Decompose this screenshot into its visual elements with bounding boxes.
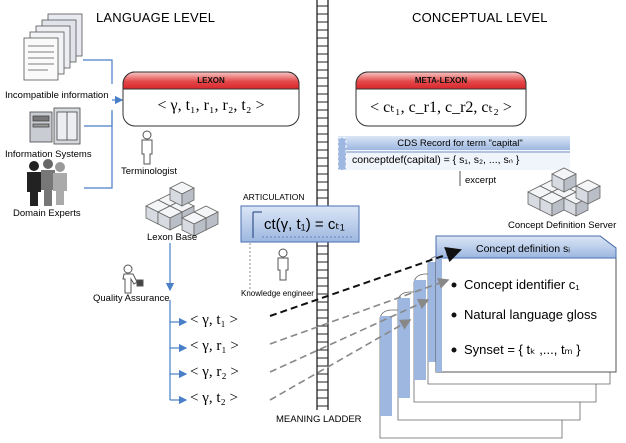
articulation-arrows xyxy=(269,247,462,401)
information-systems-label: Information Systems xyxy=(5,149,92,160)
concept-card-title: Concept definition sᵢ xyxy=(476,243,570,255)
server-icon xyxy=(29,107,81,145)
meaning-ladder-label: MEANING LADDER xyxy=(276,414,362,425)
articulation-label: ARTICULATION xyxy=(243,192,305,202)
synset-bullet: Synset = { tₖ ,..., tₘ } xyxy=(464,342,581,357)
cube-face xyxy=(181,187,195,207)
cds-record-panel xyxy=(337,136,570,186)
domain-experts-label: Domain Experts xyxy=(13,208,81,219)
cube-face xyxy=(193,217,207,237)
terminologist-icon xyxy=(141,130,153,165)
concept-card-front xyxy=(435,235,617,373)
knowledge-engineer-label: Knowledge engineer xyxy=(241,289,314,298)
pairs-bracket xyxy=(169,300,188,405)
concept-server-icon xyxy=(527,167,601,217)
language-level-header: LANGUAGE LEVEL xyxy=(96,10,216,25)
pair-gamma-t2: < γ, t₂ > xyxy=(190,390,238,406)
incompatible-information-label: Incompatible information xyxy=(5,90,109,101)
lexon-formula: < γ, t₁, r₁, r₂, t₂ > xyxy=(157,97,265,114)
concept-identifier-bullet: Concept identifier c₁ xyxy=(464,277,580,292)
pair-gamma-r2: < γ, r₂ > xyxy=(190,364,239,380)
lexon-title: LEXON xyxy=(197,76,225,85)
quality-assurance-label: Quality Assurance xyxy=(93,293,170,304)
lexon-box xyxy=(122,71,300,127)
quality-assurance-icon xyxy=(122,264,144,294)
concept-definition-server-label: Concept Definition Server xyxy=(508,220,617,231)
excerpt-label: excerpt xyxy=(465,175,497,186)
cube-face xyxy=(587,185,601,205)
meta-lexon-box xyxy=(355,71,527,127)
conceptual-level-header: CONCEPTUAL LEVEL xyxy=(412,10,548,25)
lexon-base-icon xyxy=(145,181,219,237)
cds-record-formula: conceptdef(capital) = { s₁, s₂, ..., sₙ … xyxy=(352,154,520,166)
lexon-base-label: Lexon Base xyxy=(147,232,198,243)
meaning-ladder xyxy=(316,0,329,410)
knowledge-engineer-icon xyxy=(277,248,289,281)
terminologist-label: Terminologist xyxy=(121,166,177,177)
pair-gamma-r1: < γ, r₁ > xyxy=(190,338,239,354)
meta-lexon-title: META-LEXON xyxy=(414,76,468,85)
domain-experts-icon xyxy=(27,159,67,206)
source-connectors xyxy=(83,59,124,189)
articulation-formula: ct(γ, t₁) = cₜ₁ xyxy=(264,216,345,233)
documents-icon xyxy=(23,13,83,81)
cds-record-title: CDS Record for term "capital" xyxy=(397,138,523,149)
natural-language-gloss-bullet: Natural language gloss xyxy=(464,307,597,322)
meta-lexon-formula: < cₜ₁, c_r1, c_r2, cₜ₂ > xyxy=(370,99,512,116)
articulation-box xyxy=(240,205,360,290)
pair-gamma-t1: < γ, t₁ > xyxy=(190,312,238,328)
